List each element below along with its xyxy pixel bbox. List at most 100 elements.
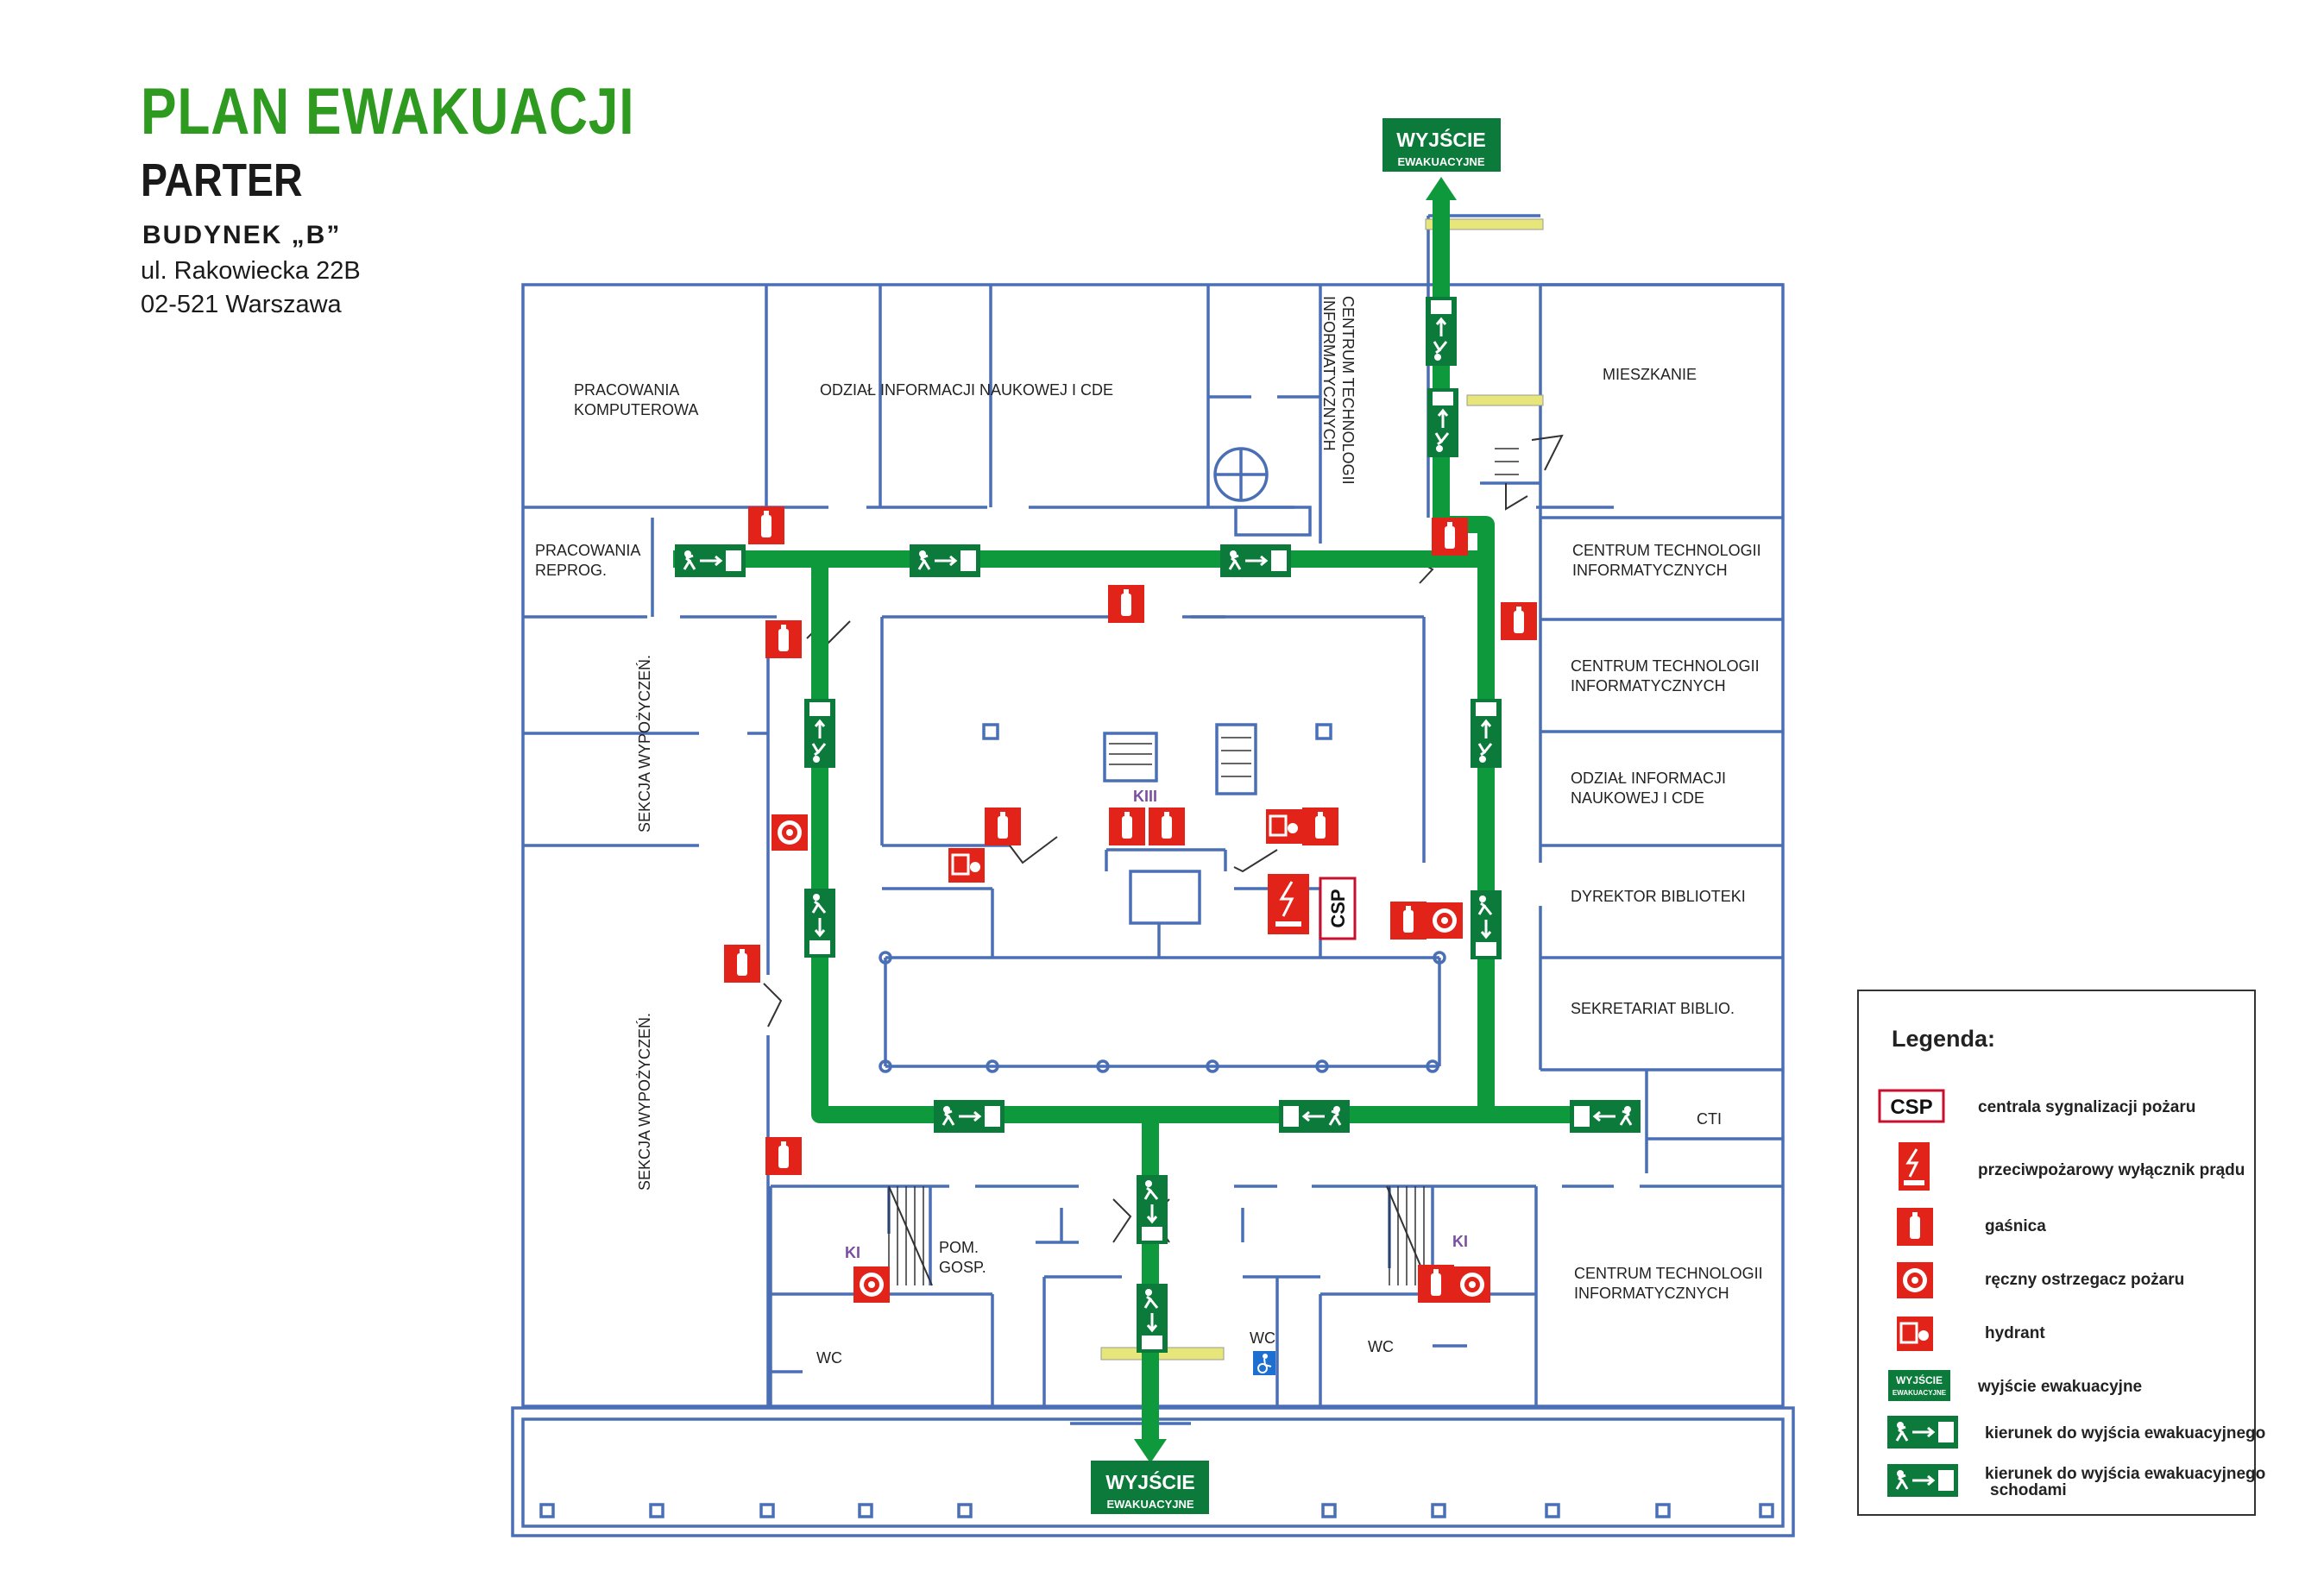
- room-cti: CTI: [1697, 1110, 1722, 1128]
- exit-direction-icon: [1469, 889, 1503, 961]
- wheelchair-icon: [1253, 1351, 1275, 1375]
- room-centrum1-1: CENTRUM TECHNOLOGII: [1572, 542, 1761, 559]
- thresholds: [1100, 218, 1544, 1361]
- extinguisher-icon: [1302, 808, 1338, 845]
- room-reprog-2: REPROG.: [535, 562, 607, 579]
- legend-exit-line2: EWAKUACYJNE: [1893, 1389, 1947, 1397]
- room-centrum2-1: CENTRUM TECHNOLOGII: [1571, 657, 1760, 675]
- city-address: 02-521 Warszawa: [141, 291, 342, 318]
- route-arrow-down: [1134, 1439, 1167, 1463]
- exit-sign-bottom: WYJŚCIE EWAKUACYJNE: [1091, 1461, 1209, 1514]
- room-pom-gosp-1: POM.: [939, 1239, 979, 1256]
- exit-direction-icon: [1219, 544, 1292, 578]
- floor-label: PARTER: [141, 154, 303, 206]
- legend-item-direction: kierunek do wyjścia ewakuacyjnego: [1985, 1424, 2265, 1442]
- room-centrum1-2: INFORMATYCZNYCH: [1572, 562, 1728, 579]
- exit-sign-bottom-line2: EWAKUACYJNE: [1106, 1498, 1193, 1511]
- room-wc-middle: WC: [1250, 1329, 1275, 1347]
- legend-item-csp: centrala sygnalizacji pożaru: [1978, 1098, 2195, 1116]
- room-labels: PRACOWANIA KOMPUTEROWA ODZIAŁ INFORMACJI…: [535, 296, 1763, 1367]
- room-centrum3-2: INFORMATYCZNYCH: [1574, 1285, 1729, 1302]
- label-ki-left: KI: [845, 1244, 860, 1261]
- room-odzial-top: ODZIAŁ INFORMACJI NAUKOWEJ I CDE: [820, 381, 1113, 399]
- legend-item-extinguisher: gaśnica: [1985, 1217, 2046, 1235]
- csp-box: CSP: [1319, 877, 1357, 940]
- extinguisher-icon: [1501, 602, 1537, 640]
- extinguisher-icon: [1390, 902, 1427, 940]
- room-wc-left: WC: [816, 1349, 842, 1367]
- room-sekretariat: SEKRETARIAT BIBLIO.: [1571, 1000, 1735, 1017]
- extinguisher-icon: [765, 620, 802, 658]
- alarm-icon: [1454, 1266, 1490, 1303]
- alarm-icon: [853, 1266, 890, 1303]
- room-dyrektor: DYREKTOR BIBLIOTEKI: [1571, 888, 1746, 905]
- legend-exit-line1: WYJŚCIE: [1896, 1373, 1943, 1386]
- extinguisher-icon: [724, 945, 760, 983]
- exit-direction-icon: [803, 697, 837, 770]
- legend-direction-icon: [1886, 1415, 1959, 1449]
- legend-hydrant-icon: [1895, 1315, 1935, 1353]
- exit-direction-icon: [1135, 1173, 1169, 1246]
- legend-extinguisher-icon: [1897, 1208, 1933, 1246]
- evacuation-route: [673, 198, 1605, 1449]
- legend-title: Legenda:: [1892, 1026, 1995, 1052]
- room-pracownia-komp-1: PRACOWANIA: [574, 381, 679, 399]
- extinguisher-icon: [1418, 1265, 1454, 1303]
- room-sekcja-2: SEKCJA WYPOŻYCZEŃ.: [636, 1013, 653, 1191]
- room-reprog-1: PRACOWANIA: [535, 542, 640, 559]
- street-address: ul. Rakowiecka 22B: [141, 257, 361, 285]
- plan-title: PLAN EWAKUACJI: [141, 75, 635, 148]
- exit-sign-top-line2: EWAKUACYJNE: [1397, 155, 1484, 168]
- exit-direction-icon: [909, 544, 981, 578]
- exit-direction-icon: [1278, 1099, 1351, 1134]
- room-centrum-vert-2: INFORMATYCZNYCH: [1320, 296, 1338, 451]
- alarm-icon: [1427, 902, 1463, 939]
- legend: Legenda: CSP centrala sygnalizacji pożar…: [1857, 990, 2265, 1516]
- legend-item-stairs-1: kierunek do wyjścia ewakuacyjnego: [1985, 1465, 2265, 1483]
- legend-csp-text: CSP: [1890, 1096, 1932, 1119]
- extinguisher-icon: [1432, 518, 1468, 556]
- hydrant-icon: [947, 846, 986, 884]
- exit-sign-bottom-line1: WYJŚCIE: [1105, 1470, 1195, 1493]
- legend-item-hydrant: hydrant: [1985, 1324, 2045, 1342]
- label-ki-right: KI: [1452, 1233, 1468, 1250]
- power-switch-icon: [1268, 874, 1309, 934]
- room-sekcja-1: SEKCJA WYPOŻYCZEŃ.: [636, 655, 653, 833]
- extinguisher-icon: [765, 1137, 802, 1175]
- walls: [511, 214, 1795, 1537]
- legend-item-exit: wyjście ewakuacyjne: [1977, 1378, 2142, 1396]
- room-centrum2-2: INFORMATYCZNYCH: [1571, 677, 1726, 694]
- building-label: BUDYNEK „B”: [142, 221, 342, 249]
- legend-power-switch-icon: [1899, 1142, 1930, 1191]
- room-odzial-right-1: ODZIAŁ INFORMACJI: [1571, 770, 1726, 787]
- csp-label: CSP: [1327, 889, 1349, 927]
- extinguisher-icon: [1108, 585, 1144, 623]
- extinguisher-icon: [1149, 808, 1185, 845]
- legend-item-switch: przeciwpożarowy wyłącznik prądu: [1978, 1161, 2245, 1179]
- stair-hatches: [888, 448, 1519, 1285]
- legend-csp-icon: [1878, 1089, 1945, 1123]
- legend-stairs-icon: [1886, 1463, 1959, 1498]
- exit-direction-icon: [1424, 295, 1458, 368]
- route-arrow-up: [1426, 177, 1457, 200]
- label-kiii: KIII: [1133, 788, 1157, 805]
- exit-sign-top: WYJŚCIE EWAKUACYJNE: [1382, 118, 1501, 172]
- legend-exit-icon: WYJŚCIE EWAKUACYJNE: [1888, 1370, 1950, 1401]
- exit-direction-icon: [1469, 697, 1503, 770]
- legend-alarm-icon: [1897, 1262, 1933, 1298]
- room-centrum-vert-1: CENTRUM TECHNOLOGII: [1339, 296, 1357, 485]
- exit-sign-top-line1: WYJŚCIE: [1396, 128, 1486, 151]
- room-odzial-right-2: NAUKOWEJ I CDE: [1571, 789, 1704, 807]
- extinguisher-icon: [1109, 808, 1145, 845]
- room-wc-right: WC: [1368, 1338, 1394, 1355]
- room-mieszkanie: MIESZKANIE: [1603, 366, 1697, 383]
- legend-item-alarm: ręczny ostrzegacz pożaru: [1985, 1271, 2184, 1289]
- room-pom-gosp-2: GOSP.: [939, 1259, 986, 1276]
- exit-stairs-icon: [1426, 387, 1460, 459]
- exit-direction-icon: [674, 544, 746, 578]
- room-centrum3-1: CENTRUM TECHNOLOGII: [1574, 1265, 1763, 1282]
- extinguisher-icon: [748, 506, 784, 544]
- legend-item-stairs-2: schodami: [1990, 1481, 2067, 1499]
- room-pracownia-komp-2: KOMPUTEROWA: [574, 401, 698, 418]
